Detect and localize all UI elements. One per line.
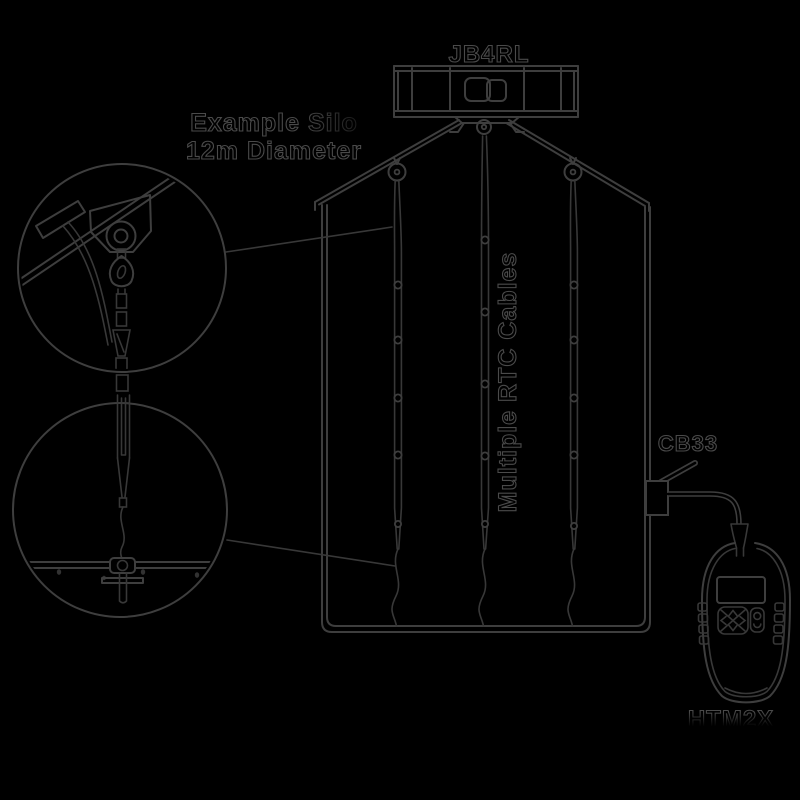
enter-button [749, 607, 765, 633]
suspension-ring [105, 220, 137, 252]
roof-clamp [35, 200, 86, 239]
pulley-icon [476, 119, 492, 135]
grain-speck [140, 569, 146, 575]
cable-termination [108, 255, 135, 288]
junction-box-label: JB4RL [448, 41, 529, 68]
silo-roof [314, 119, 650, 212]
arrow-down-icon [728, 624, 738, 632]
grain-speck [194, 572, 200, 578]
arrow-right-icon [739, 615, 747, 626]
keypad [717, 606, 749, 635]
arrow-up-icon [728, 609, 738, 617]
walkway [393, 65, 579, 118]
silo-walls [321, 204, 651, 633]
arrow-left-icon [719, 615, 727, 626]
grain-speck [56, 569, 62, 575]
handheld-monitor [697, 542, 791, 704]
label-fade-right [298, 106, 368, 136]
silo-caption-line2: 12m Diameter [186, 137, 362, 165]
floor-anchor [101, 557, 144, 604]
right-roof-pulley [563, 157, 583, 182]
cables-label: Multiple RTC Cables [494, 252, 522, 513]
rtc-cable-right [567, 179, 579, 627]
junction-box [464, 77, 507, 102]
cb33-box [645, 460, 749, 557]
pulley-icon [563, 162, 583, 182]
leader-line-top [225, 226, 393, 253]
grip-notches [697, 602, 785, 645]
monitor-screen [716, 576, 766, 604]
cable-link [115, 374, 129, 392]
label-fade-bottom [682, 712, 792, 734]
rtc-cable-center [478, 135, 490, 627]
battery-seam [724, 687, 768, 695]
cb33-label: CB33 [658, 431, 718, 456]
leader-line-bottom [226, 539, 396, 567]
rtc-cable-left [391, 179, 403, 627]
pulley-icon [387, 162, 407, 182]
hanger-plate [89, 194, 152, 253]
left-roof-pulley [387, 157, 407, 182]
